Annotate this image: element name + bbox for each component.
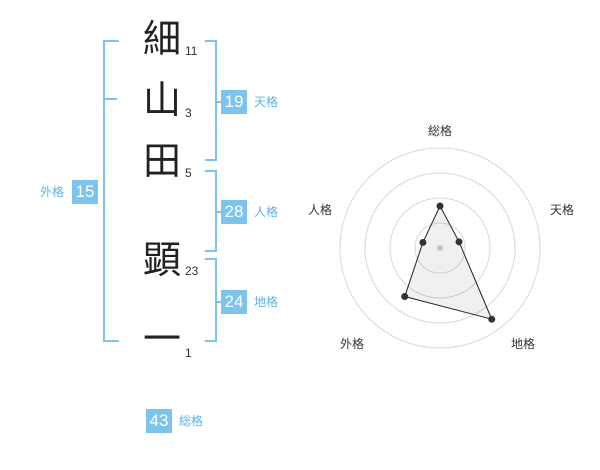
radar-ring: [339, 147, 541, 349]
radar-ring: [364, 172, 516, 324]
name-char-4: 顕: [142, 238, 181, 282]
chikaku-score: 24: [221, 290, 247, 314]
name-char-1: 細: [142, 17, 181, 61]
radar-point: [488, 315, 496, 323]
tenkaku-label: 天格: [254, 95, 279, 109]
radar-axis-chikaku: 地格: [511, 337, 536, 351]
tenkaku-bracket: [205, 40, 217, 161]
gaikaku-bracket-tick: [105, 98, 117, 100]
radar-axis-tenkaku: 天格: [550, 203, 575, 217]
radar-center: [437, 245, 443, 251]
tenkaku-connector: [217, 101, 222, 103]
chikaku-label: 地格: [254, 295, 279, 309]
gaikaku-label: 外格: [40, 185, 65, 199]
radar-area: [404, 204, 493, 320]
radar-point: [436, 202, 444, 210]
stroke-count-2: 3: [185, 106, 192, 120]
name-char-2: 山: [142, 78, 181, 122]
gaikaku-score: 15: [72, 180, 98, 204]
chikaku-bracket: [205, 258, 217, 342]
radar-point: [419, 238, 427, 246]
radar-axis-gaikaku: 外格: [340, 337, 365, 351]
name-char-3: 田: [142, 139, 181, 183]
radar-axis-soukaku: 総格: [428, 124, 453, 138]
radar-point: [401, 293, 409, 301]
jinkaku-label: 人格: [254, 205, 279, 219]
jinkaku-connector: [217, 211, 222, 213]
tenkaku-score: 19: [221, 90, 247, 114]
jinkaku-bracket: [205, 170, 217, 252]
radar-point: [455, 238, 463, 246]
stroke-count-3: 5: [185, 166, 192, 180]
soukaku-score: 43: [146, 409, 172, 433]
radar-axis-jinkaku: 人格: [308, 203, 333, 217]
radar-ring: [389, 197, 491, 299]
soukaku-label: 総格: [179, 414, 204, 428]
radar-ring: [414, 222, 466, 274]
jinkaku-score: 28: [221, 200, 247, 224]
gaikaku-bracket: [103, 40, 119, 342]
stroke-count-4: 23: [185, 264, 199, 278]
stroke-count-5: 1: [185, 346, 192, 360]
chikaku-connector: [217, 301, 222, 303]
stroke-count-1: 11: [185, 44, 198, 58]
name-char-5: 一: [142, 317, 181, 361]
